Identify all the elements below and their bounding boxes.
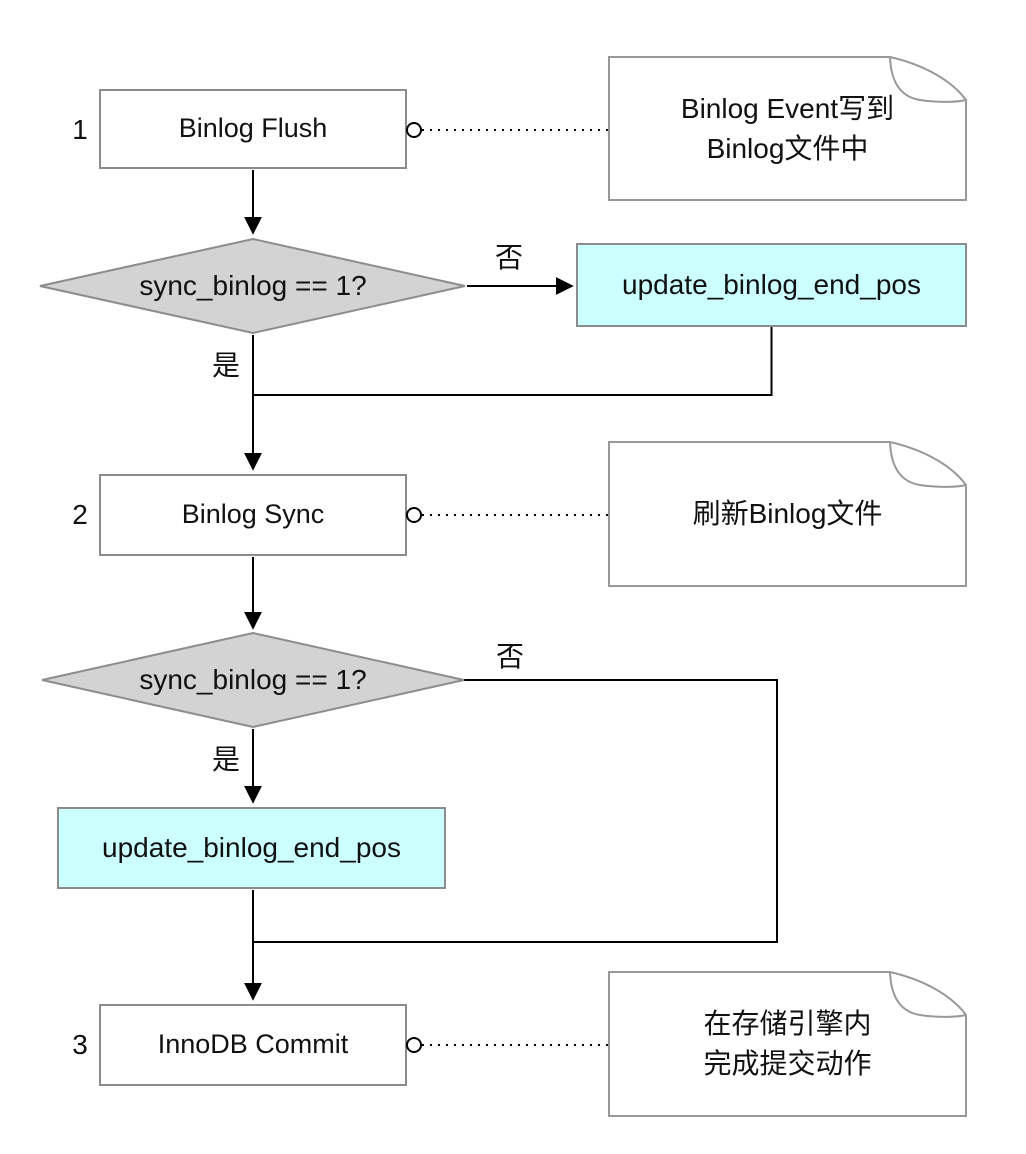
note-anchor-circle-1 xyxy=(406,122,422,138)
process-box-innodb-commit xyxy=(99,1004,407,1086)
decision1-yes-label: 是 xyxy=(211,349,240,381)
note-line: 刷新Binlog文件 xyxy=(692,498,883,529)
step-number-3: 3 xyxy=(72,1028,88,1060)
process-label-innodb-commit: InnoDB Commit xyxy=(157,1029,349,1060)
decision-diamond-sync-binlog-2 xyxy=(41,631,465,729)
decision-label-2: sync_binlog == 1? xyxy=(139,663,367,695)
process-box-binlog-flush xyxy=(99,89,407,169)
action-label-update-binlog-end-pos-1: update_binlog_end_pos xyxy=(622,268,921,300)
note-shape-binlog-sync xyxy=(608,441,967,587)
note-line: 完成提交动作 xyxy=(703,1048,872,1079)
decision1-no-label: 否 xyxy=(494,241,523,273)
decision2-yes-label: 是 xyxy=(211,743,240,775)
action-box-update-binlog-end-pos-2 xyxy=(57,807,446,889)
process-label-binlog-sync: Binlog Sync xyxy=(181,499,325,530)
step-number-2: 2 xyxy=(72,498,88,530)
note-anchor-circle-3 xyxy=(406,1037,422,1053)
edge-action1-merge xyxy=(253,327,773,396)
edge-decision2-no-bypass xyxy=(253,679,778,943)
decision-label-1: sync_binlog == 1? xyxy=(139,269,367,301)
note-line: 在存储引擎内 xyxy=(703,1008,872,1039)
note-anchor-circle-2 xyxy=(406,507,422,523)
note-shape-binlog-flush xyxy=(608,56,967,201)
process-box-binlog-sync xyxy=(99,474,407,556)
note-shape-innodb-commit xyxy=(608,971,967,1117)
note-line: Binlog文件中 xyxy=(706,132,869,164)
decision-diamond-sync-binlog-1 xyxy=(39,237,466,335)
note-text-binlog-sync: 刷新Binlog文件 xyxy=(609,442,966,586)
action-label-update-binlog-end-pos-2: update_binlog_end_pos xyxy=(102,831,401,863)
note-line: Binlog Event写到 xyxy=(680,92,895,124)
process-label-binlog-flush: Binlog Flush xyxy=(178,113,328,144)
decision2-no-label: 否 xyxy=(495,640,524,672)
action-box-update-binlog-end-pos-1 xyxy=(576,243,967,327)
note-text-innodb-commit: 在存储引擎内 完成提交动作 xyxy=(609,972,966,1116)
step-number-1: 1 xyxy=(72,113,88,145)
note-text-binlog-flush: Binlog Event写到 Binlog文件中 xyxy=(609,57,966,200)
